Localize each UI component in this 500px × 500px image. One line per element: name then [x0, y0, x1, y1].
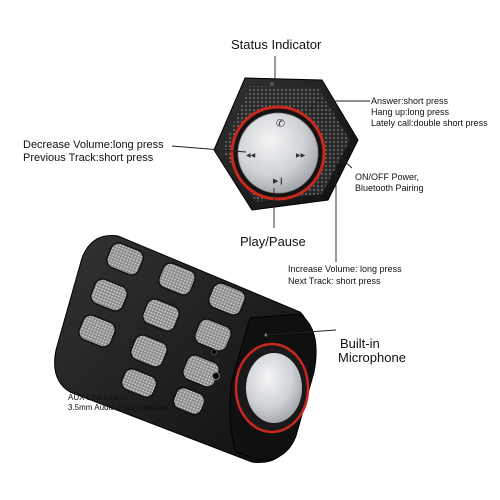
phone-icon: ✆ [276, 117, 285, 130]
status-indicator-label: Status Indicator [231, 37, 322, 52]
aux-line-in-label: AUX Line Line-in: [68, 393, 131, 402]
bluetooth-pairing-label: Bluetooth Pairing [355, 183, 424, 193]
built-in-label: Built-in [340, 336, 380, 351]
next-track-label: Next Track: short press [288, 276, 381, 286]
play-pause-label: Play/Pause [240, 234, 306, 249]
previous-track-label: Previous Track:short press [23, 152, 154, 164]
microphone-label: Microphone [338, 350, 406, 365]
control-button[interactable] [237, 112, 319, 194]
hang-up-label: Hang up:long press [371, 107, 450, 117]
lately-call-label: Lately call:double short press [371, 118, 488, 128]
speaker-body [54, 234, 317, 464]
volume-down-icon: ◀◀ [246, 152, 256, 159]
speaker-top-face: ✆ ◀◀ ▶▶ ▶❙ [213, 77, 359, 211]
play-pause-icon: ▶❙ [273, 177, 284, 185]
volume-up-icon: ▶▶ [296, 152, 306, 159]
callout-lines [171, 56, 370, 399]
aux-interface-label: 3.5mm Audio Input Interface [68, 403, 169, 412]
answer-label: Answer:short press [371, 96, 449, 106]
decrease-volume-label: Decrease Volume:long press [23, 139, 164, 151]
end-cap-button[interactable] [246, 353, 302, 423]
increase-volume-label: Increase Volume: long press [288, 264, 402, 274]
aux-port-icon [212, 372, 220, 380]
status-led-icon [270, 82, 274, 86]
on-off-power-label: ON/OFF Power, [355, 172, 420, 182]
